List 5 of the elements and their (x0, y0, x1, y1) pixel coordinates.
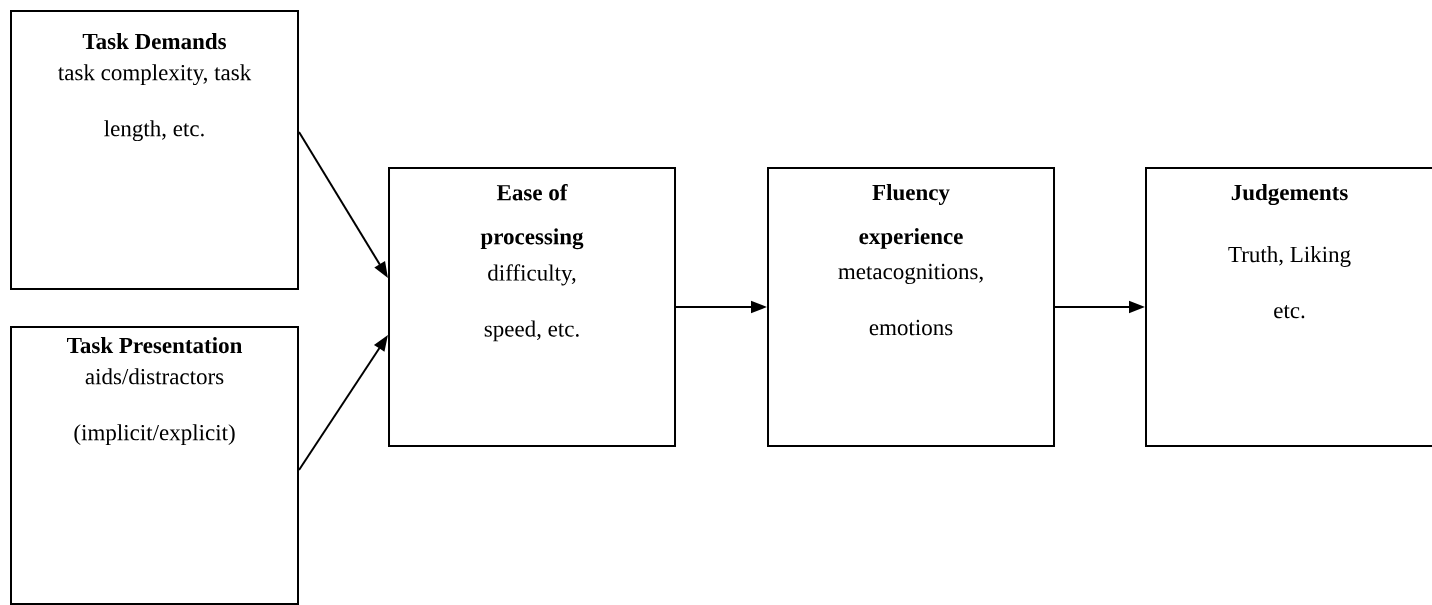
process-box: Task Presentation aids/distractors (implicit/explicit) (10, 326, 299, 605)
process-box: Ease of processing difficulty, speed, etc. (388, 167, 676, 447)
process-box: Task Demands task complexity, task length, etc. (10, 10, 299, 290)
process-box: Judgements Truth, Liking etc. (1145, 167, 1432, 447)
process-box: Fluency experience metacognitions, emotions (767, 167, 1055, 447)
